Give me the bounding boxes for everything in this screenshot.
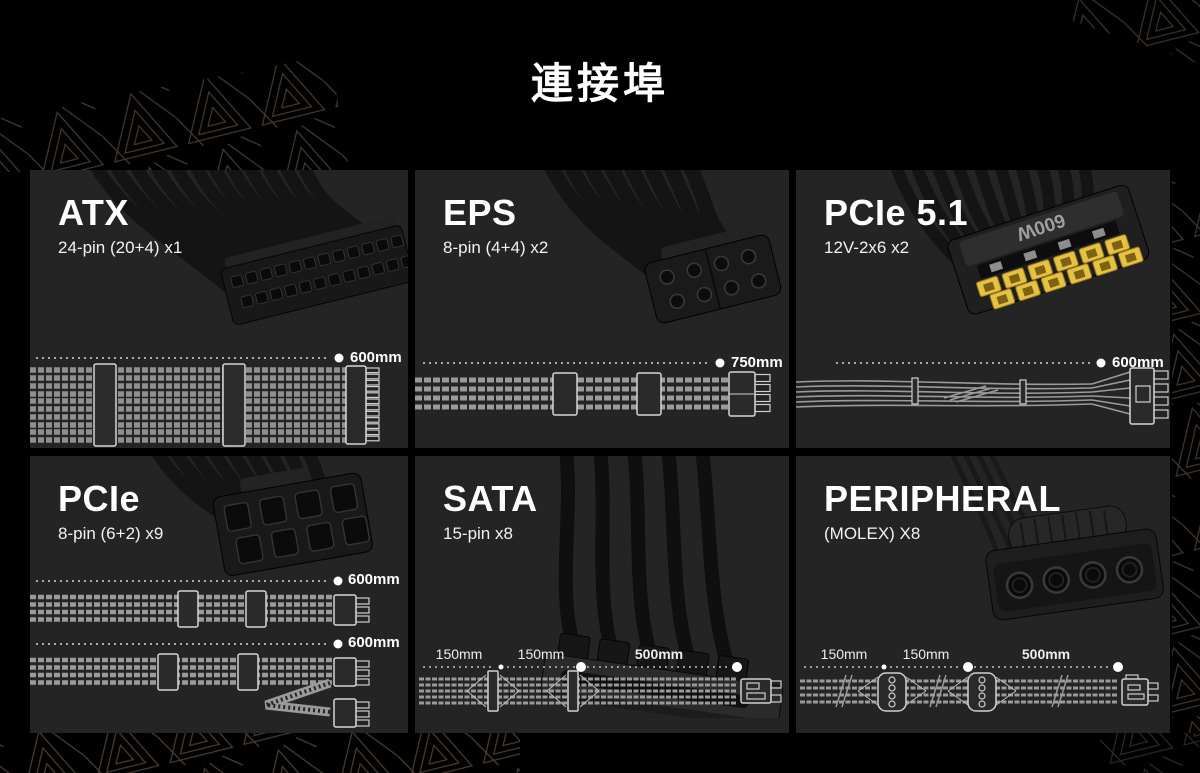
card-pcie: PCIe 8-pin (6+2) x9 [30,456,408,733]
peripheral-length-diagram: 150mm 150mm 500mm [796,456,1170,733]
card-sata-subtitle: 15-pin x8 [443,523,513,543]
atx-length-diagram: 600mm [30,170,408,448]
sata-seg-label-2: 150mm [517,646,565,662]
card-pcie51-subtitle: 12V-2x6 x2 [824,237,910,257]
card-peripheral: PERIPHERAL (MOLEX) X8 [796,456,1170,733]
pcie5-length-label: 600mm [1112,354,1164,371]
molex-cable-photo [950,456,1164,621]
atx-length-label: 600mm [350,349,402,366]
card-peripheral-title: PERIPHERAL [824,478,1062,519]
card-pcie-subtitle: 8-pin (6+2) x9 [58,523,164,543]
section-title: 連接埠 [530,60,669,107]
card-eps-subtitle: 8-pin (4+4) x2 [443,237,549,257]
card-pcie-title: PCIe [58,478,141,519]
geometric-pattern-bottom [0,733,1200,773]
card-pcie51-title: PCIe 5.1 [824,192,969,233]
card-pcie-header: PCIe 8-pin (6+2) x9 [58,480,163,544]
pcie-length-diagram: 600mm 600mm [30,456,408,733]
connector-grid: ATX 24-pin (20+4) x1 [30,170,1170,733]
eps-cable-photo [544,170,782,324]
peripheral-seg-label-2: 150mm [902,646,950,662]
card-peripheral-subtitle: (MOLEX) X8 [824,523,921,543]
pcie5-connector-photo: 600W [890,170,1150,315]
card-atx-title: ATX [58,192,129,233]
card-eps-title: EPS [443,192,517,233]
card-peripheral-header: PERIPHERAL (MOLEX) X8 [824,480,1061,544]
card-pcie51: PCIe 5.1 12V-2x6 x2 600W [796,170,1170,448]
pcie5-length-diagram: 600mm [796,170,1170,448]
eps-length-label: 750mm [731,354,783,371]
sata-length-diagram: 150mm 150mm 500mm [415,456,789,733]
peripheral-seg-label-3: 500mm [1021,646,1071,662]
card-eps-header: EPS 8-pin (4+4) x2 [443,194,548,258]
pcie-length-label-2: 600mm [348,634,400,651]
eps-length-diagram: 750mm [415,170,789,448]
card-atx-subtitle: 24-pin (20+4) x1 [58,237,183,257]
card-eps: EPS 8-pin (4+4) x2 [415,170,789,448]
pcie-cable-photo [151,456,373,577]
card-atx-header: ATX 24-pin (20+4) x1 [58,194,182,258]
card-atx: ATX 24-pin (20+4) x1 [30,170,408,448]
card-sata-header: SATA 15-pin x8 [443,480,538,544]
card-pcie51-header: PCIe 5.1 12V-2x6 x2 [824,194,968,258]
card-sata-title: SATA [443,478,538,519]
peripheral-seg-label-1: 150mm [820,646,868,662]
sata-seg-label-3: 500mm [634,646,684,662]
sata-seg-label-1: 150mm [435,646,483,662]
geometric-pattern-right-edge [1172,170,1200,733]
card-sata: SATA 15-pin x8 [415,456,789,733]
pcie-length-label-1: 600mm [348,571,400,588]
